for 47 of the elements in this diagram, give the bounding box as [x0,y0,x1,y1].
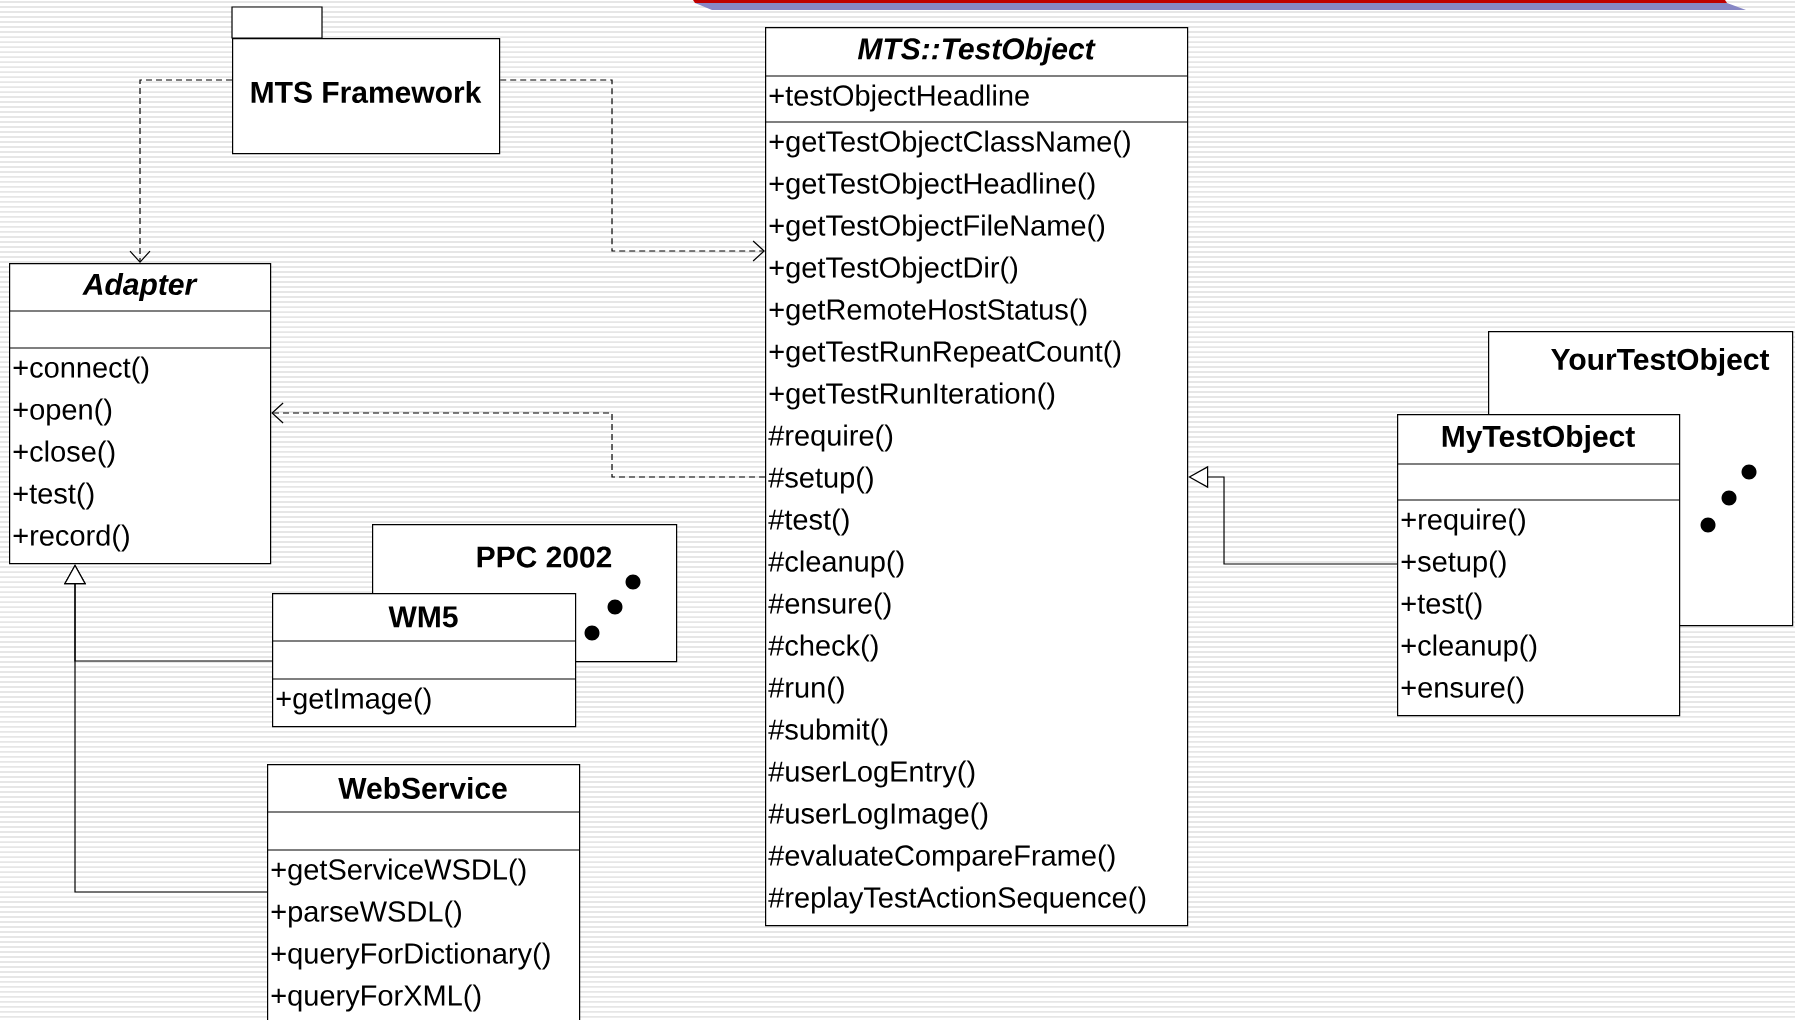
method-text: #userLogImage() [768,802,988,830]
class-box [764,27,1189,927]
connector-arrow [63,564,268,893]
method-text: +getTestRunRepeatCount() [769,340,1121,368]
method-text: +test() [13,482,94,510]
method-text: +ensure() [1401,676,1524,704]
method-text: #require() [768,424,893,452]
method-text: #replayTestActionSequence() [768,886,1146,914]
method-text: +getTestObjectFileName() [769,214,1105,242]
class-name: WebService [338,777,507,800]
connector-arrow [499,79,765,262]
package-box: MTS Framework [231,6,501,155]
method-text: +getTestObjectClassName() [769,130,1130,158]
method-text: +getTestRunIteration() [769,382,1055,410]
method-text: +getImage() [276,687,431,715]
method-text: #setup() [768,466,873,494]
method-text: #submit() [768,718,888,746]
method-text: +queryForDictionary() [271,942,550,970]
method-text: +getRemoteHostStatus() [769,298,1087,326]
method-text: +getTestObjectDir() [769,256,1018,284]
connector-arrow [271,402,766,478]
method-text: +connect() [13,356,149,384]
method-text: +getServiceWSDL() [271,858,526,886]
method-text: +parseWSDL() [271,900,461,928]
method-text: #ensure() [768,592,891,620]
method-text: #cleanup() [768,550,904,578]
connector-arrow [129,79,233,263]
method-text: +queryForXML() [271,984,481,1012]
class-box [266,764,581,1020]
method-text: +close() [13,440,115,468]
method-text: +open() [13,398,112,426]
method-text: +getTestObjectHeadline() [769,172,1095,200]
method-text: +test() [1401,592,1482,620]
method-text: #test() [768,508,849,536]
class-box [271,593,577,728]
method-text: +record() [13,524,129,552]
method-text: #check() [768,634,878,662]
method-text: #evaluateCompareFrame() [768,844,1115,872]
class-name: WM5 [388,606,458,628]
method-text: #userLogEntry() [768,760,975,788]
method-text: +cleanup() [1401,634,1537,662]
class-name: Adapter [82,273,198,301]
attribute-text: +testObjectHeadline [769,84,1029,112]
method-text: #run() [768,676,844,704]
class-box [8,263,272,565]
class-name: MTS::TestObject [857,37,1096,66]
class-box [1396,414,1681,717]
